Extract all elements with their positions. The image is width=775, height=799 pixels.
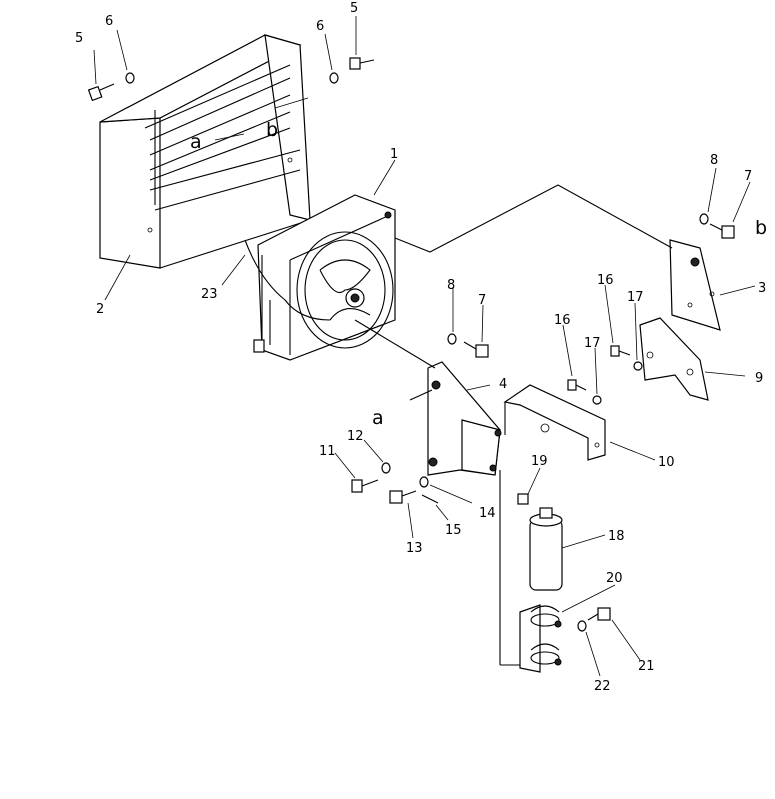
condenser-fan-unit <box>253 194 396 361</box>
reference-letters: a b a b <box>190 119 767 429</box>
clamp-bracket <box>519 604 562 673</box>
callout-16-left: 16 <box>554 313 571 328</box>
callout-12: 12 <box>347 429 364 444</box>
callout-18: 18 <box>608 529 625 544</box>
callout-17-right: 17 <box>627 290 644 305</box>
callout-19: 19 <box>531 454 548 469</box>
leader-lines <box>93 16 756 677</box>
bracket-10 <box>503 384 606 461</box>
ref-b-bracket: b <box>755 217 767 239</box>
fasteners <box>87 57 735 632</box>
callout-6-right: 6 <box>316 19 324 34</box>
callout-8-mid: 8 <box>447 278 455 293</box>
callout-7-top: 7 <box>744 169 752 184</box>
callout-9: 9 <box>755 371 763 386</box>
ref-a-housing: a <box>190 131 202 153</box>
callout-5-right: 5 <box>350 1 358 16</box>
callout-11: 11 <box>319 444 336 459</box>
callout-3: 3 <box>758 281 766 296</box>
receiver-drier <box>529 507 563 591</box>
ref-b-housing: b <box>266 119 278 141</box>
callout-10: 10 <box>658 455 675 470</box>
callout-15: 15 <box>445 523 462 538</box>
callout-20: 20 <box>606 571 623 586</box>
callout-4: 4 <box>499 377 507 392</box>
callout-21: 21 <box>638 659 655 674</box>
callout-1: 1 <box>390 147 398 162</box>
harness-wire <box>244 239 331 321</box>
callout-6-left: 6 <box>105 14 113 29</box>
bracket-9 <box>639 317 709 401</box>
callout-23: 23 <box>201 287 218 302</box>
callout-7-mid: 7 <box>478 293 486 308</box>
callout-13: 13 <box>406 541 423 556</box>
bracket-4 <box>427 361 502 476</box>
callout-14: 14 <box>479 506 496 521</box>
callout-labels: 1 2 3 4 5 5 6 6 7 7 8 8 9 10 11 12 13 14… <box>75 1 766 694</box>
bracket-3 <box>669 239 721 331</box>
callout-2: 2 <box>96 302 104 317</box>
callout-16-right: 16 <box>597 273 614 288</box>
callout-5-left: 5 <box>75 31 83 46</box>
callout-8-top: 8 <box>710 153 718 168</box>
ref-a-bracket: a <box>372 407 384 429</box>
callout-17-left: 17 <box>584 336 601 351</box>
housing-cover <box>99 34 311 269</box>
callout-22: 22 <box>594 679 611 694</box>
